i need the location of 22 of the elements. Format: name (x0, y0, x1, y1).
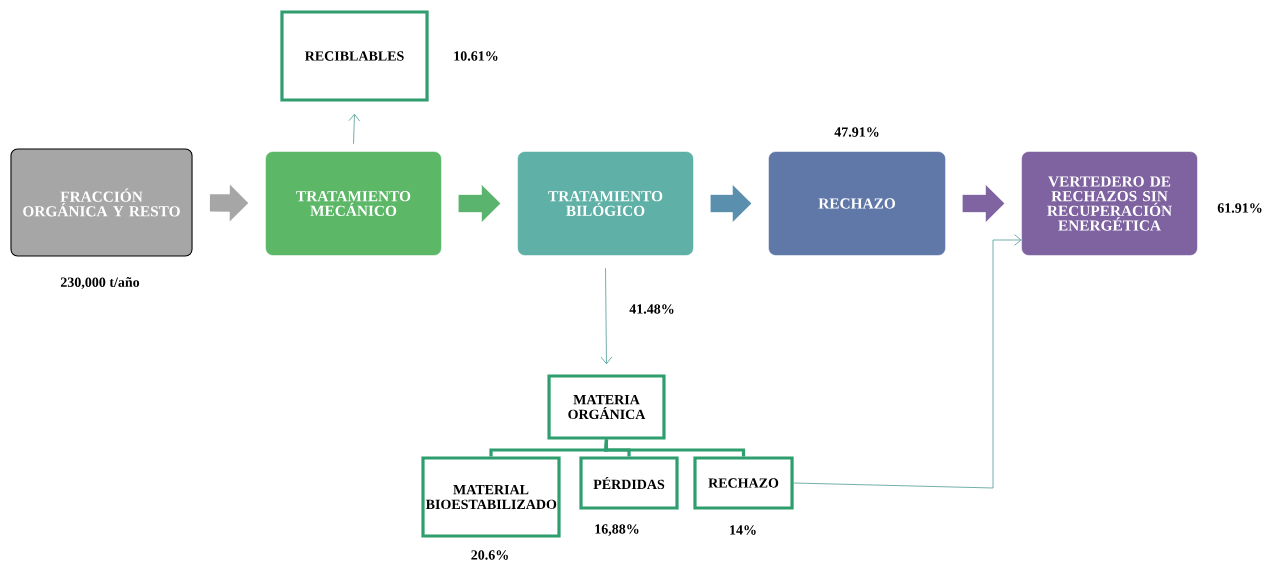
arrow (348, 113, 360, 145)
arrow (600, 267, 613, 365)
output-box: MATERIAL BIOESTABILIZADO (421, 456, 561, 538)
arrow (793, 234, 1022, 489)
connector-line (604, 439, 746, 457)
process-box: RECHAZO (768, 151, 946, 256)
process-box: TRATAMIENTO MECÁNICO (265, 151, 442, 256)
value-label: 14% (730, 525, 756, 535)
value-label: 230,000 t/año (60, 277, 140, 289)
edge-label: 41.48% (627, 302, 677, 316)
value-label: 16,88% (595, 524, 639, 536)
value-label: 10.61% (454, 51, 498, 61)
output-box: PÉRDIDAS (579, 456, 679, 510)
process-box: VERTEDERO DE RECHAZOS SIN RECUPERACIÓN ENERGÉTICA (1021, 151, 1198, 256)
process-box: FRACCIÓN ORGÁNICA Y RESTO (10, 148, 193, 257)
process-box: TRATAMIENTO BILÓGICO (517, 151, 694, 256)
output-box: MATERIA ORGÁNICA (547, 374, 666, 440)
value-label: 20.6% (471, 550, 508, 560)
value-label: 47.91% (834, 127, 879, 137)
output-box: RECHAZO (693, 456, 794, 510)
value-label: 61.91% (1217, 203, 1262, 213)
output-box: RECIBLABLES (280, 10, 429, 102)
